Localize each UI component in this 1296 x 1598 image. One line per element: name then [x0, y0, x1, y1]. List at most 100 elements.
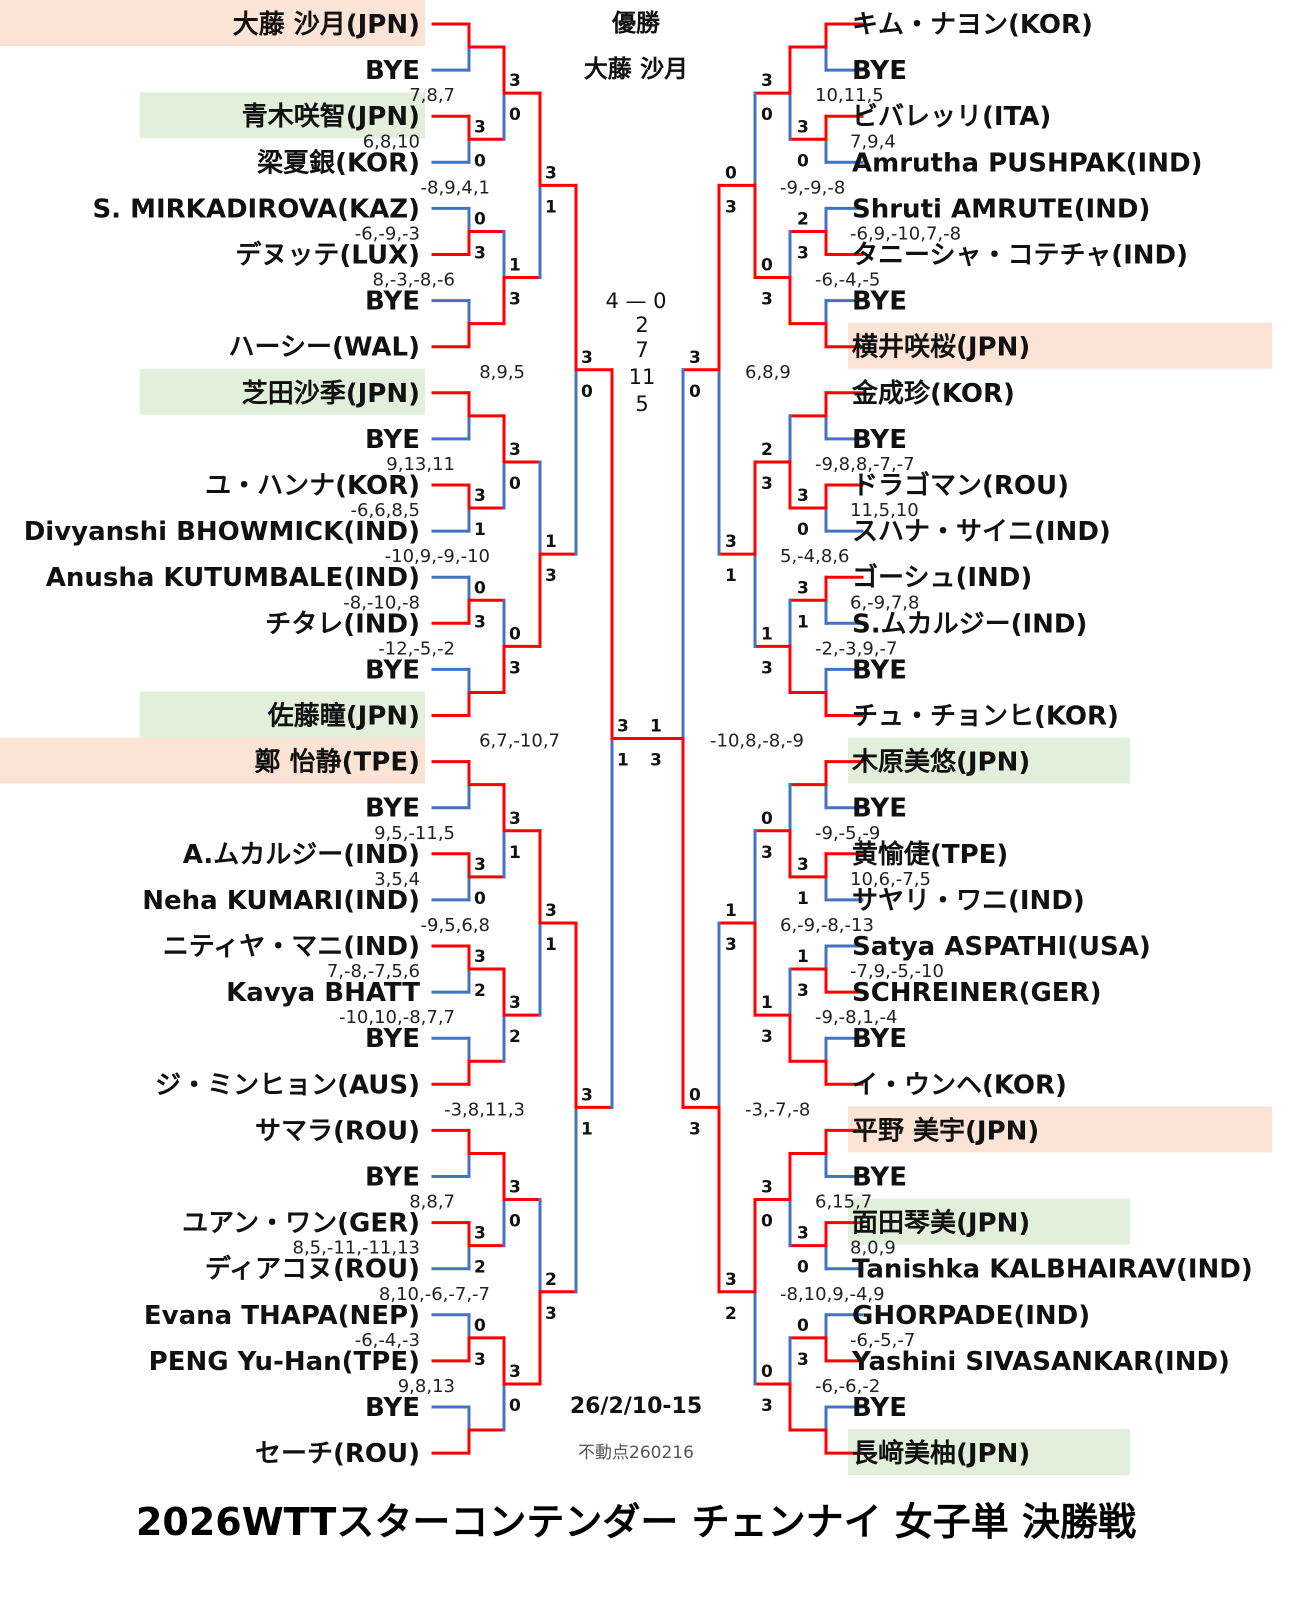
match-score-bottom: 1 [545, 935, 557, 955]
match-score-bottom: 2 [509, 1027, 521, 1047]
match-score-bottom: 0 [474, 889, 486, 909]
match-score-bottom: 1 [509, 843, 521, 863]
bye-slot: BYE [852, 655, 907, 685]
match-score-top: 2 [545, 1270, 557, 1290]
player-name: 面田琴美(JPN) [852, 1208, 1030, 1239]
match-score-bottom: 3 [474, 1350, 486, 1370]
match-score-top: 0 [761, 256, 773, 276]
seed-highlight [848, 1429, 1130, 1476]
game-scores: 10,6,-7,5 [850, 869, 931, 890]
seed-highlight [140, 92, 425, 139]
match-score-top: 3 [725, 532, 737, 552]
game-scores: -9,8,8,-7,-7 [815, 454, 915, 475]
game-scores: 8,9,5 [479, 362, 525, 383]
bracket-lines [431, 22, 864, 1455]
match-score-bottom: 2 [474, 1258, 486, 1278]
player-name: 木原美悠(JPN) [851, 747, 1030, 778]
player-name: ゴーシュ(IND) [852, 562, 1032, 593]
bye-slot: BYE [365, 287, 420, 317]
player-name: ビバレッリ(ITA) [852, 102, 1051, 132]
game-scores: -6,-4,-5 [815, 270, 880, 291]
seed-highlight [848, 1106, 1272, 1153]
player-name: Satya ASPATHI(USA) [852, 932, 1151, 962]
game-scores: 7,-8,-7,5,6 [327, 961, 420, 982]
final-game-1: 2 [635, 313, 648, 337]
match-score-top: 3 [545, 163, 557, 183]
player-name: サヤリ・ワニ(IND) [852, 886, 1085, 916]
game-scores: -6,-5,-7 [850, 1330, 915, 1351]
player-name: GHORPADE(IND) [852, 1301, 1090, 1331]
game-scores: 9,5,-11,5 [374, 823, 455, 844]
match-score-top: 1 [797, 947, 809, 967]
game-scores: -6,-6,-2 [815, 1376, 880, 1397]
match-score-bottom: 0 [797, 151, 809, 171]
game-scores: 9,13,11 [386, 454, 455, 475]
bye-slot: BYE [852, 1024, 907, 1054]
match-score-bottom: 3 [509, 290, 521, 310]
seed-highlight [848, 737, 1130, 784]
game-scores: -10,8,-8,-9 [710, 731, 804, 752]
match-score-bottom: 3 [545, 1304, 557, 1324]
player-name: 黄愉倢(TPE) [852, 839, 1008, 870]
game-scores: 6,-9,7,8 [850, 592, 919, 613]
player-name: セーチ(ROU) [255, 1439, 420, 1469]
match-score-bottom: 3 [650, 751, 662, 771]
player-name: ユアン・ワン(GER) [182, 1209, 420, 1239]
bye-slot: BYE [852, 1393, 907, 1423]
match-score-top: 1 [650, 717, 662, 737]
match-score-top: 3 [509, 71, 521, 91]
seed-highlight [0, 0, 425, 46]
match-score-top: 3 [509, 1362, 521, 1382]
match-score-top: 0 [509, 624, 521, 644]
match-score-top: 0 [474, 578, 486, 598]
player-name: A.ムカルジー(IND) [183, 840, 420, 870]
match-score-bottom: 1 [617, 751, 629, 771]
match-score-bottom: 3 [797, 1350, 809, 1370]
match-score-top: 3 [545, 901, 557, 921]
match-score-bottom: 3 [761, 1396, 773, 1416]
match-score-bottom: 0 [761, 105, 773, 125]
match-score-bottom: 0 [761, 1212, 773, 1232]
bye-slot: BYE [365, 794, 420, 824]
game-scores: -10,9,-9,-10 [385, 546, 490, 567]
player-name: スハナ・サイニ(IND) [852, 517, 1111, 547]
player-name: ドラゴマン(ROU) [852, 470, 1069, 501]
player-name: ユ・ハンナ(KOR) [205, 471, 420, 501]
match-score-top: 3 [797, 1224, 809, 1244]
final-score: 4 — 0 [605, 289, 666, 313]
match-score-bottom: 3 [761, 1027, 773, 1047]
match-score-bottom: 3 [797, 243, 809, 263]
match-score-top: 3 [797, 578, 809, 598]
match-score-top: 3 [581, 1085, 593, 1105]
game-scores: -6,9,-10,7,-8 [850, 224, 961, 245]
game-scores: -6,6,8,5 [351, 500, 420, 521]
match-score-top: 1 [509, 256, 521, 276]
game-scores: 8,-3,-8,-6 [373, 270, 455, 291]
fixed-point-note: 不動点260216 [578, 1443, 694, 1463]
game-scores: 7,9,4 [850, 131, 896, 152]
player-name: チタレ(IND) [265, 609, 420, 639]
champion-name: 大藤 沙月 [584, 55, 688, 83]
match-score-bottom: 1 [545, 197, 557, 217]
match-score-top: 3 [509, 809, 521, 829]
bye-slot: BYE [365, 56, 420, 86]
highlight-layer [0, 0, 1272, 1476]
final-game-4: 5 [635, 392, 648, 416]
match-score-top: 0 [474, 209, 486, 229]
seed-highlight [140, 368, 425, 415]
player-name: 鄭 怡静(TPE) [255, 747, 420, 778]
seed-highlight [848, 322, 1272, 369]
game-scores: -12,-5,-2 [378, 638, 455, 659]
player-name: Yashini SIVASANKAR(IND) [851, 1347, 1230, 1377]
game-scores: -10,10,-8,7,7 [339, 1007, 455, 1028]
match-score-bottom: 3 [761, 658, 773, 678]
game-scores: 3,5,4 [374, 869, 420, 890]
player-name: Neha KUMARI(IND) [142, 886, 420, 916]
player-name: Anusha KUTUMBALE(IND) [46, 563, 420, 593]
player-name: 金成珍(KOR) [851, 378, 1015, 409]
match-score-top: 1 [545, 532, 557, 552]
game-scores: -3,-7,-8 [745, 1099, 810, 1120]
match-score-bottom: 2 [725, 1304, 737, 1324]
final-game-3: 11 [629, 365, 656, 389]
match-score-top: 3 [474, 117, 486, 137]
